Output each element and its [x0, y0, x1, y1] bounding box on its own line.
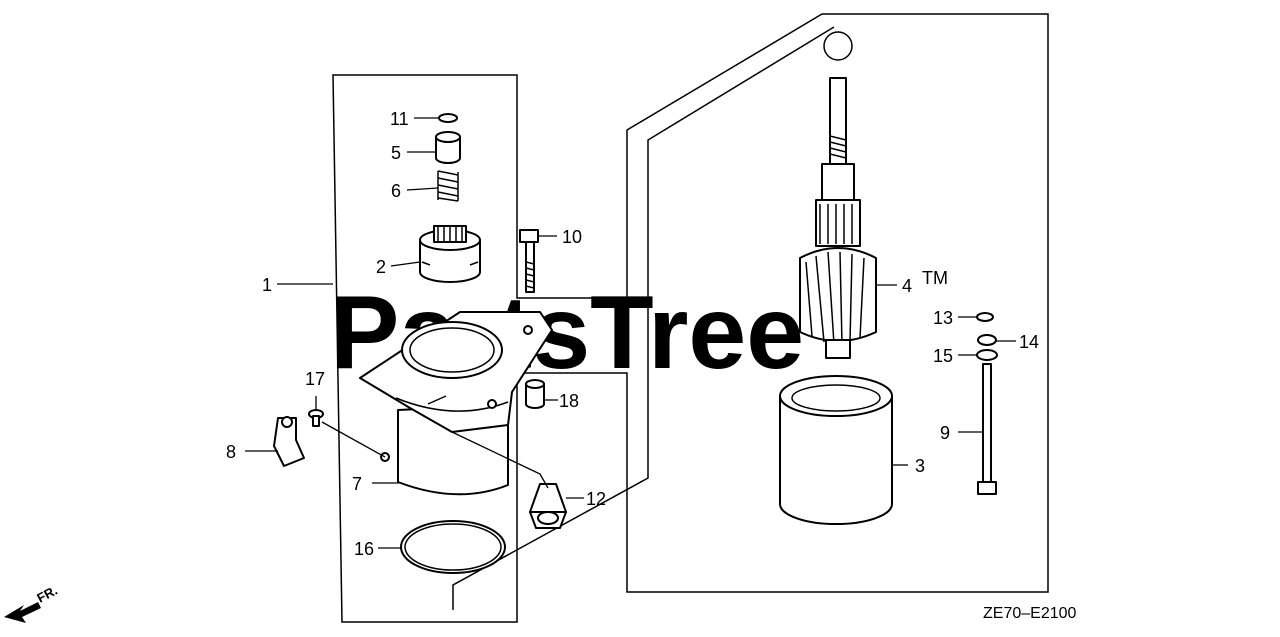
- callout-8: 8: [226, 442, 236, 462]
- callout-5: 5: [391, 143, 401, 163]
- yoke-housing-icon: [779, 375, 893, 525]
- diagram-code: ZE70–E2100: [983, 605, 1077, 622]
- callout-10: 10: [562, 227, 582, 247]
- assembly-frame-left: [332, 13, 1049, 623]
- spring-icon: [437, 170, 459, 202]
- snap-ring-icon: [438, 113, 458, 123]
- assembly-frame-inner: [452, 26, 835, 610]
- washer-15-icon: [976, 349, 998, 361]
- callout-1: 1: [262, 275, 272, 295]
- callout-7: 7: [352, 474, 362, 494]
- callout-4: 4: [902, 276, 912, 296]
- starter-bracket-icon: [359, 311, 553, 496]
- callout-2: 2: [376, 257, 386, 277]
- callout-9: 9: [940, 423, 950, 443]
- trademark-mark: TM: [922, 268, 948, 288]
- leader-lines: [245, 117, 1016, 549]
- direction-label: FR.: [34, 583, 60, 606]
- callout-14: 14: [1019, 332, 1039, 352]
- callout-labels: 1 2 3 4 5 6 7 8 9 10 11 12 13 14 15 16 1…: [226, 109, 1039, 559]
- callout-12: 12: [586, 489, 606, 509]
- callout-18: 18: [559, 391, 579, 411]
- callout-13: 13: [933, 308, 953, 328]
- callout-11: 11: [390, 109, 409, 129]
- brush-holder-icon: [529, 483, 567, 529]
- o-ring-icon: [400, 520, 506, 574]
- armature-icon: [799, 31, 877, 359]
- callout-15: 15: [933, 346, 953, 366]
- screw-icon: [308, 409, 324, 427]
- front-arrow-icon: FR.: [4, 583, 60, 623]
- callout-6: 6: [391, 181, 401, 201]
- callout-16: 16: [354, 539, 374, 559]
- terminal-cover-icon: [273, 416, 305, 467]
- bushing-icon: [525, 379, 545, 409]
- callout-17: 17: [305, 369, 325, 389]
- pinion-gear-icon: [419, 225, 481, 283]
- washer-14-icon: [977, 334, 997, 346]
- through-bolt-icon: [977, 363, 997, 495]
- callout-3: 3: [915, 456, 925, 476]
- washer-13-icon: [976, 312, 994, 322]
- stop-collar-icon: [435, 131, 461, 164]
